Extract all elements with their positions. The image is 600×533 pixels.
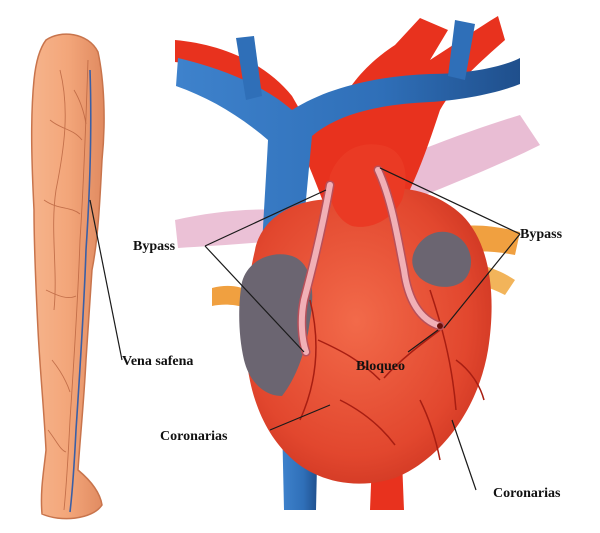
heart-illustration (175, 16, 540, 510)
label-bloqueo: Bloqueo (356, 359, 405, 374)
blockage-marker (437, 323, 443, 329)
label-coronarias-left: Coronarias (160, 429, 228, 444)
label-bypass-left: Bypass (133, 239, 176, 254)
leader-coronarias-right (452, 420, 476, 490)
leader-vena-safena (90, 200, 122, 360)
label-vena-safena: Vena safena (122, 354, 193, 369)
leg-shape (32, 34, 104, 518)
label-bypass-right: Bypass (520, 227, 563, 242)
leg-illustration (32, 34, 104, 518)
label-coronarias-right: Coronarias (493, 486, 561, 501)
